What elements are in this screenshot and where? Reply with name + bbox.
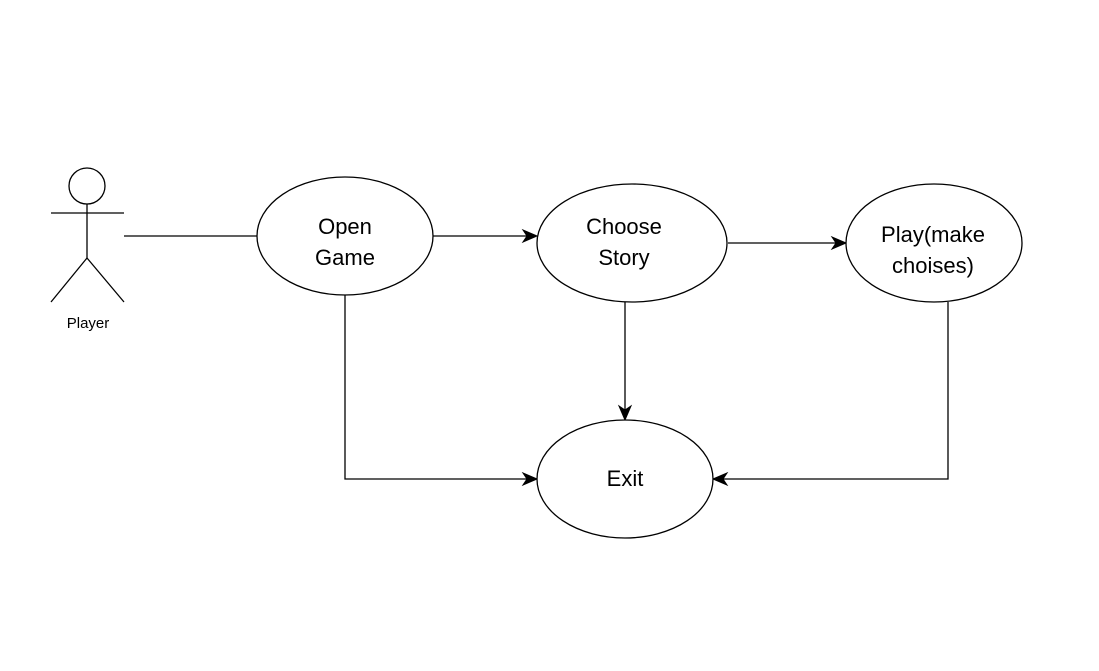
- open-game-label-line1: Open: [318, 214, 372, 239]
- node-choose-story: Choose Story: [536, 183, 728, 303]
- choose-story-label-line1: Choose: [586, 214, 662, 239]
- play-label-line2: choises): [892, 253, 974, 278]
- play-ellipse: [845, 183, 1023, 303]
- actor-left-leg: [50, 257, 88, 303]
- play-label-line1: Play(make: [881, 222, 985, 247]
- open-game-ellipse: [256, 176, 434, 296]
- node-open-game: Open Game: [256, 176, 434, 296]
- arrowhead-choose-story: [521, 228, 539, 244]
- exit-label: Exit: [607, 466, 644, 491]
- edges: [124, 228, 949, 487]
- open-game-label-line2: Game: [315, 245, 375, 270]
- player-actor: Player: [50, 167, 125, 332]
- arrowhead-exit-top: [617, 404, 633, 422]
- edge-play-exit: [720, 302, 949, 480]
- exit-ellipse: [536, 419, 714, 539]
- choose-story-label-line2: Story: [598, 245, 649, 270]
- actor-head: [68, 167, 106, 205]
- choose-story-ellipse: [536, 183, 728, 303]
- edge-open-game-exit: [344, 294, 530, 480]
- node-play: Play(make choises): [845, 183, 1023, 303]
- node-exit: Exit: [536, 419, 714, 539]
- actor-right-leg: [86, 257, 125, 303]
- arrowhead-play: [830, 235, 848, 251]
- actor-label: Player: [67, 315, 110, 332]
- arrowhead-exit-right: [711, 471, 729, 487]
- arrowhead-exit-left: [521, 471, 539, 487]
